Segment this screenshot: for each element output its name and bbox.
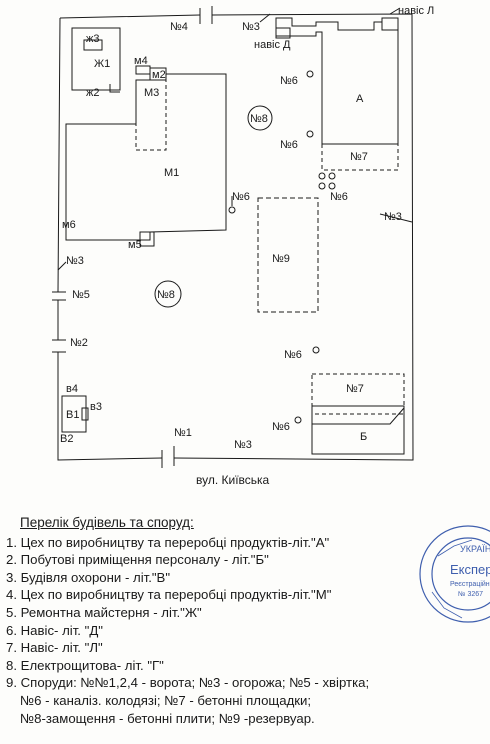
legend-item: 7. Навіс- літ. "Л" <box>6 640 103 656</box>
label-n8-mid: №8 <box>157 289 175 301</box>
label-m5: м5 <box>128 239 142 251</box>
stamp-text-top: УКРАЇНА <box>460 544 490 554</box>
n7-top-area <box>321 144 399 171</box>
label-v3: в3 <box>90 401 102 413</box>
legend-item: 5. Ремонтна майстерня - літ."Ж" <box>6 604 202 620</box>
building-b <box>311 405 405 455</box>
manhole-3 <box>318 172 326 180</box>
label-v1: В1 <box>66 409 79 421</box>
paving-n8-mid-marker <box>154 280 182 308</box>
building-m1 <box>65 73 227 241</box>
v3-block <box>81 407 89 421</box>
label-zh2: ж2 <box>86 87 99 99</box>
label-n7-bottom: №7 <box>346 383 364 395</box>
label-m1: М1 <box>164 167 179 179</box>
reservoir-n9 <box>257 197 319 313</box>
label-zh3: ж3 <box>86 33 99 45</box>
building-zh1 <box>71 27 121 91</box>
label-n3-right: №3 <box>384 211 402 223</box>
wicket-5 <box>52 291 66 301</box>
gate-1 <box>161 446 175 468</box>
label-n3-bottom: №3 <box>234 439 252 451</box>
zh3-block <box>83 39 103 51</box>
gate-4 <box>199 6 213 24</box>
fence-line <box>57 13 414 461</box>
building-legend: Перелік будівель та споруд: 1. Цех по ви… <box>6 514 486 727</box>
label-n4: №4 <box>170 21 188 33</box>
label-n5: №5 <box>72 289 90 301</box>
legend-continuation: №8-замощення - бетонні плити; №9 -резерв… <box>20 710 315 726</box>
legend-item: 1. Цех по виробництву та переробці проду… <box>6 534 330 550</box>
legend-item: 2. Побутові приміщення персоналу - літ."… <box>6 552 269 568</box>
manhole-6 <box>328 182 336 190</box>
manhole-1 <box>306 70 314 78</box>
manhole-7 <box>228 206 236 214</box>
n7-bottom-area <box>311 373 405 415</box>
label-m4: м4 <box>134 55 148 67</box>
manhole-2 <box>306 130 314 138</box>
building-v1 <box>61 395 87 433</box>
naves-l-box <box>381 17 399 31</box>
m4-block <box>135 65 151 75</box>
stamp-text-num: № 3267 <box>458 591 483 598</box>
label-v2: В2 <box>60 433 73 445</box>
stamp-text-mid: Експерт <box>450 562 490 577</box>
label-m6: м6 <box>62 219 76 231</box>
site-plan: №4 №3 навіс Л навіс Д ж3 Ж1 ж2 м4 м2 М3 … <box>52 5 434 468</box>
label-m3: М3 <box>144 87 159 99</box>
label-naves-l: навіс Л <box>398 5 434 17</box>
legend-item: 9. Споруди: №№1,2,4 - ворота; №3 - огоро… <box>6 675 370 691</box>
legend-item: 6. Навіс- літ. "Д" <box>6 622 103 638</box>
legend-continuation: №6 - каналіз. колодязі; №7 - бетонні пло… <box>20 692 312 708</box>
label-n6-b: №6 <box>280 139 298 151</box>
label-n6-e: №6 <box>284 349 302 361</box>
label-n3-top: №3 <box>242 21 260 33</box>
legend-title: Перелік будівель та споруд: <box>20 515 194 530</box>
label-n7-top: №7 <box>350 151 368 163</box>
label-n6-a: №6 <box>280 75 298 87</box>
stamp-text-sub: Реєстраційн <box>450 580 490 588</box>
naves-d-box <box>275 27 291 39</box>
street-label: вул. Київська <box>196 473 270 487</box>
expert-stamp: УКРАЇНА Експерт Реєстраційн № 3267 <box>419 525 490 623</box>
label-b: Б <box>360 431 367 443</box>
legend-item: 8. Електрощитова- літ. "Г" <box>6 657 164 673</box>
manhole-4 <box>328 172 336 180</box>
label-m2: м2 <box>152 69 166 81</box>
label-naves-d: навіс Д <box>254 39 291 51</box>
label-n2: №2 <box>70 337 88 349</box>
m5-block <box>139 231 155 247</box>
manhole-9 <box>294 416 302 424</box>
label-zh1: Ж1 <box>94 58 110 70</box>
manhole-8 <box>312 346 320 354</box>
zh2-porch <box>109 84 120 93</box>
label-n6-c: №6 <box>330 191 348 203</box>
label-n9: №9 <box>272 253 290 265</box>
leader-lines <box>57 7 413 271</box>
label-n8-top: №8 <box>250 113 268 125</box>
label-v4: в4 <box>66 383 78 395</box>
label-a: А <box>356 93 364 105</box>
label-n6-d: №6 <box>232 191 250 203</box>
paving-n8-top-marker <box>247 105 273 131</box>
b-notch <box>312 407 405 425</box>
gate-2 <box>52 339 66 353</box>
legend-item: 3. Будівля охорони - літ."В" <box>6 569 171 585</box>
label-n6-f: №6 <box>272 421 290 433</box>
label-n3-left: №3 <box>66 255 84 267</box>
label-n1: №1 <box>174 427 192 439</box>
legend-item: 4. Цех по виробництву та переробці проду… <box>6 587 332 603</box>
manhole-5 <box>318 182 326 190</box>
